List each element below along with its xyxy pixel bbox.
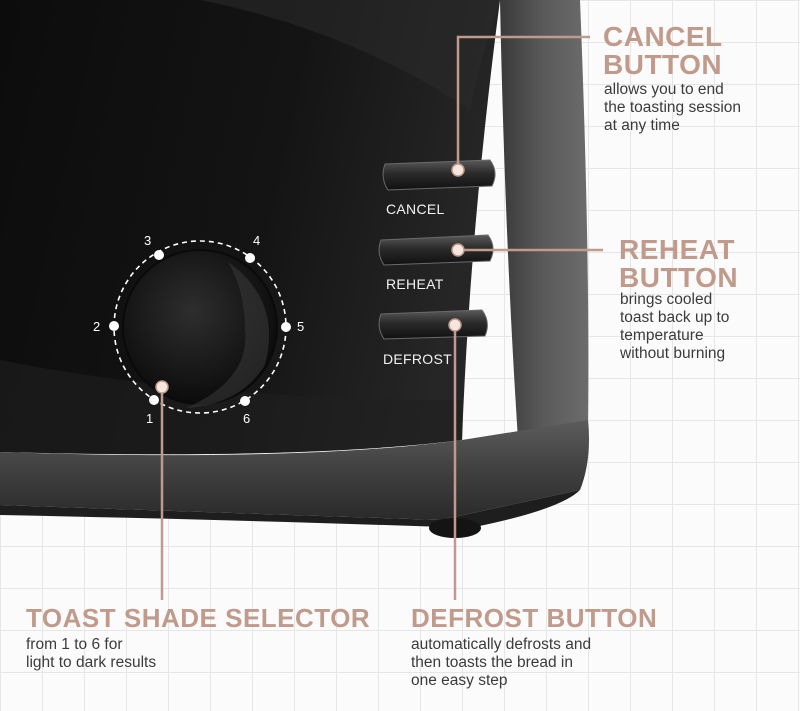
reheat-desc-line: brings cooled <box>620 291 713 308</box>
shade-desc-line: light to dark results <box>26 654 157 671</box>
defrost-button[interactable] <box>378 309 488 340</box>
shade-callout-title: TOAST SHADE SELECTOR <box>26 603 371 633</box>
toaster-base-shadow <box>0 490 580 528</box>
reheat-desc-line: temperature <box>620 327 704 344</box>
cancel-button-label: CANCEL <box>386 201 445 217</box>
reheat-callout-title-line1: REHEAT <box>619 234 736 265</box>
reheat-desc-line: without burning <box>620 345 726 362</box>
cancel-button[interactable] <box>382 159 496 191</box>
toaster-base <box>0 420 589 520</box>
dial-number-2: 2 <box>93 319 100 334</box>
defrost-callout-title: DEFROST BUTTON <box>411 603 658 633</box>
reheat-callout-desc: brings cooled toast back up to temperatu… <box>620 291 729 363</box>
reheat-button[interactable] <box>378 234 494 266</box>
shade-desc-line: from 1 to 6 for <box>26 636 123 653</box>
cancel-desc-line: allows you to end <box>604 81 724 98</box>
reheat-button-label: REHEAT <box>386 276 444 292</box>
dial-number-4: 4 <box>253 233 260 248</box>
defrost-button-label: DEFROST <box>383 351 452 367</box>
defrost-callout-desc: automatically defrosts and then toasts t… <box>411 636 591 690</box>
callout-lines <box>160 35 603 600</box>
defrost-desc-line: automatically defrosts and <box>411 636 592 653</box>
reheat-desc-line: toast back up to <box>620 309 730 326</box>
callout-dots <box>155 163 465 394</box>
reheat-callout-title-line2: BUTTON <box>619 262 739 293</box>
shade-callout-desc: from 1 to 6 for light to dark results <box>26 636 156 672</box>
toaster-side-panel <box>500 0 589 470</box>
defrost-desc-line: then toasts the bread in <box>411 654 574 671</box>
cancel-callout-title-line1: CANCEL <box>603 21 723 52</box>
dial-dots <box>109 250 291 406</box>
dial-number-5: 5 <box>297 319 304 334</box>
defrost-desc-line: one easy step <box>411 672 508 689</box>
cancel-desc-line: at any time <box>604 117 680 134</box>
cancel-desc-line: the toasting session <box>604 99 742 116</box>
dial-number-6: 6 <box>243 411 250 426</box>
cancel-callout-desc: allows you to end the toasting session a… <box>604 81 741 135</box>
toaster-reflection <box>200 0 500 110</box>
dial-number-1: 1 <box>146 411 153 426</box>
cancel-callout-title-line2: BUTTON <box>603 49 723 80</box>
dial-number-3: 3 <box>144 233 151 248</box>
